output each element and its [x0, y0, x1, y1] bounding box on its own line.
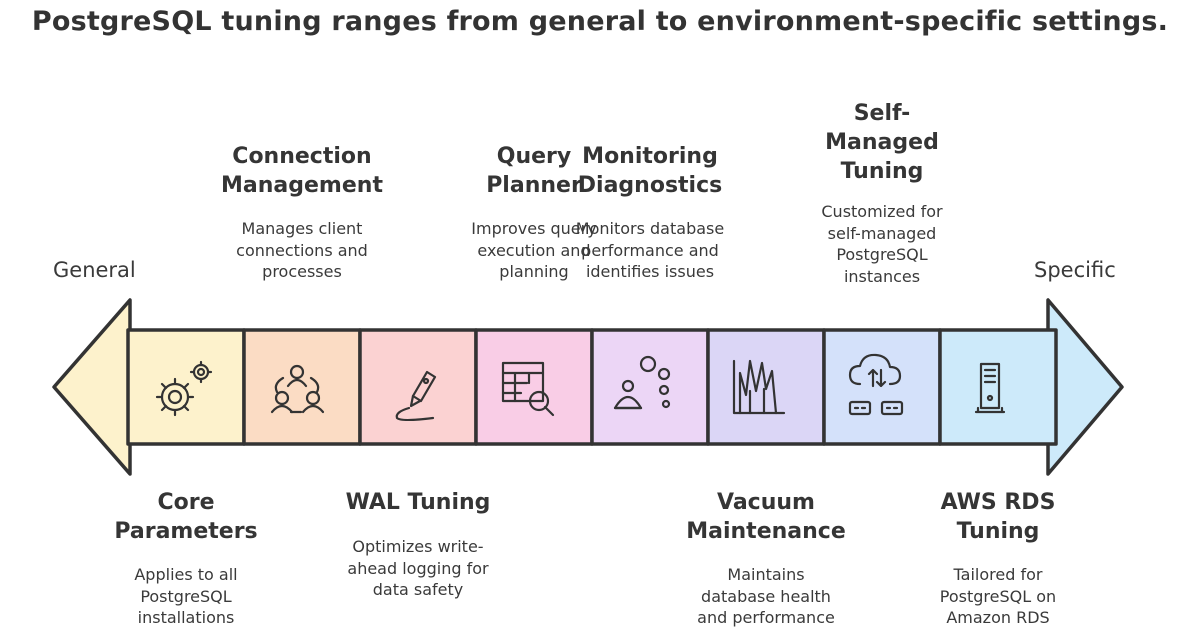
stage-desc-line: processes — [262, 262, 342, 281]
stage-desc-line: Customized for — [821, 202, 943, 221]
stage-desc-line: instances — [843, 266, 921, 286]
stage-desc-line: connections and — [236, 240, 368, 260]
stage-desc-line: and performance — [697, 608, 835, 627]
stage-title-line: Management — [221, 173, 383, 198]
stage-box-selfmanaged — [822, 328, 942, 446]
user-bubbles-icon — [613, 355, 671, 410]
stage-desc-line: performance and — [581, 240, 719, 260]
general-label: General — [53, 258, 136, 282]
stage-desc-line: PostgreSQL on — [939, 586, 1057, 606]
stage-box-vacuum — [706, 328, 826, 446]
stage-desc-line: self-managed — [827, 223, 937, 243]
stage-desc-query: Improves query execution and planning — [439, 218, 629, 283]
server-tower-icon — [974, 362, 1006, 414]
right-arrow-head — [1046, 298, 1124, 476]
stage-desc-line: PostgreSQL — [836, 245, 928, 264]
cloud-servers-icon — [848, 353, 904, 416]
stage-desc-line: identifies issues — [585, 262, 715, 281]
left-arrow-head — [52, 298, 132, 476]
stage-desc-line: planning — [499, 262, 569, 281]
stage-desc-line: Improves query — [471, 219, 597, 238]
specific-label: Specific — [1034, 258, 1116, 282]
stage-desc-monitoring: Monitors database performance and identifi… — [555, 218, 745, 283]
stage-desc-line: PostgreSQL — [140, 586, 232, 606]
stage-title-line: WAL Tuning — [345, 490, 491, 515]
stage-title-line: Query — [496, 144, 572, 169]
page-title: PostgreSQL tuning ranges from general to… — [31, 6, 1169, 37]
stage-desc-line: installations — [137, 608, 235, 627]
stage-desc-line: database health — [701, 586, 831, 606]
stage-title-line: Managed — [825, 130, 939, 155]
bar-chart-icon — [732, 359, 786, 415]
stage-desc-line: Manages client — [241, 219, 363, 238]
pen-icon — [395, 370, 437, 422]
stage-title-wal: WAL Tuning — [323, 488, 513, 517]
stage-title-line: Parameters — [114, 519, 258, 544]
stage-title-line: Tuning — [840, 159, 924, 184]
stage-title-line: AWS RDS — [940, 490, 1056, 515]
stage-title-line: Core — [157, 490, 215, 515]
stage-desc-line: ahead logging for — [347, 558, 489, 578]
stage-desc-vacuum: Maintains database health and performance — [671, 564, 861, 629]
stage-box-monitoring — [590, 328, 710, 446]
users-network-icon — [270, 364, 325, 414]
stage-desc-line: execution and — [477, 240, 591, 260]
stage-title-line: Vacuum — [717, 490, 815, 515]
stage-title-line: Self- — [853, 101, 911, 126]
gears-icon — [155, 360, 213, 417]
stage-title-line: Tuning — [956, 519, 1040, 544]
table-search-icon — [501, 361, 555, 417]
stage-title-line: Maintenance — [686, 519, 846, 544]
stage-box-connection — [242, 328, 362, 446]
stage-title-line: Monitoring — [582, 144, 718, 169]
stage-desc-connection: Manages client connections and processes — [207, 218, 397, 283]
stage-desc-line: Maintains — [727, 565, 805, 584]
stage-desc-line: Applies to all — [134, 565, 238, 584]
stage-desc-line: Tailored for — [953, 565, 1043, 584]
stage-title-line: Planner — [486, 173, 582, 198]
stage-box-query — [474, 328, 594, 446]
stage-desc-wal: Optimizes write-ahead logging for data sa… — [323, 536, 513, 601]
stage-title-awsrds: AWS RDS Tuning — [903, 488, 1093, 546]
stage-desc-line: Optimizes write- — [352, 537, 484, 556]
stage-desc-line: Monitors database — [575, 219, 725, 238]
stage-title-line: Diagnostics — [577, 173, 723, 198]
stage-desc-line: data safety — [372, 580, 464, 599]
stage-desc-line: Amazon RDS — [946, 608, 1050, 627]
stage-title-line: Connection — [232, 144, 372, 169]
